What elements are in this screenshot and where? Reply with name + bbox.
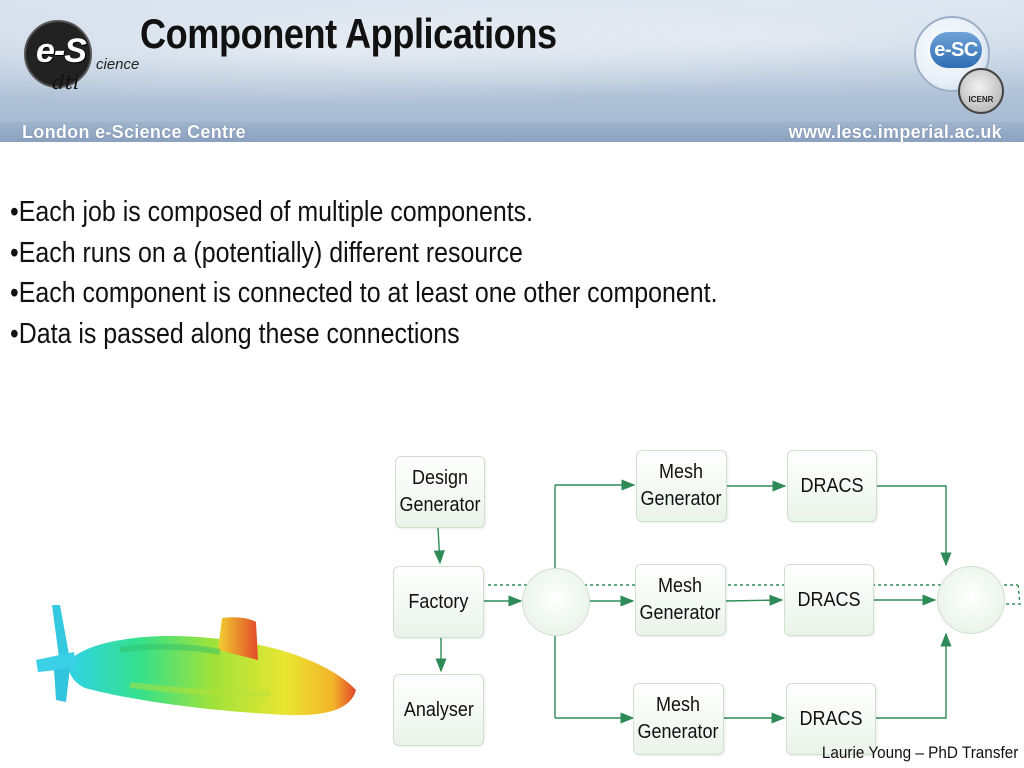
logo-suffix: cience: [96, 56, 140, 73]
bullet-item: •Data is passed along these connections: [10, 317, 460, 350]
analyser-box: Analyser: [393, 674, 484, 746]
lesc-mark: e-SC: [930, 32, 982, 68]
bullet-item: •Each job is composed of multiple compon…: [10, 196, 534, 228]
dracs-box: DRACS: [787, 450, 877, 522]
mesh-generator-label: Mesh Generator: [640, 461, 723, 510]
factory-label: Factory: [408, 590, 469, 613]
logo-circle: [24, 20, 92, 88]
design-generator-box: Design Generator: [395, 456, 485, 528]
dracs-box: DRACS: [786, 683, 876, 755]
page-title: Component Applications: [140, 10, 557, 57]
logo-sub: dti: [52, 70, 80, 94]
strip-right-url: www.lesc.imperial.ac.uk: [788, 122, 1002, 142]
mesh-generator-box: Mesh Generator: [633, 683, 724, 755]
strip-left-text: London e-Science Centre: [22, 122, 246, 142]
logo-mark: e-S: [36, 32, 87, 70]
dracs-box: DRACS: [784, 564, 874, 636]
design-generator-label: Design Generator: [399, 467, 481, 516]
merge-node: [937, 566, 1005, 634]
lesc-logo: e-SC ICENR: [910, 12, 1010, 114]
splitter-node: [522, 568, 590, 636]
bullet-item: •Each runs on a (potentially) different …: [10, 236, 523, 269]
dracs-label: DRACS: [799, 707, 863, 730]
bullet-list: •Each job is composed of multiple compon…: [10, 192, 833, 354]
dracs-label: DRACS: [800, 474, 864, 497]
header-strip: [0, 122, 1024, 142]
mesh-generator-label: Mesh Generator: [639, 575, 722, 624]
bullet-item: •Each component is connected to at least…: [10, 277, 718, 309]
mesh-generator-label: Mesh Generator: [637, 694, 720, 743]
escience-dti-logo: e-S cience dti: [22, 18, 142, 98]
analyser-label: Analyser: [403, 698, 474, 721]
mesh-generator-box: Mesh Generator: [635, 564, 726, 636]
submarine-mesh-image: [36, 605, 357, 716]
icenr-badge: ICENR: [958, 68, 1004, 114]
factory-box: Factory: [393, 566, 484, 638]
footer-credit: Laurie Young – PhD Transfer: [821, 743, 1018, 762]
header-banner: [0, 0, 1024, 122]
mesh-generator-box: Mesh Generator: [636, 450, 727, 522]
dracs-label: DRACS: [797, 588, 861, 611]
